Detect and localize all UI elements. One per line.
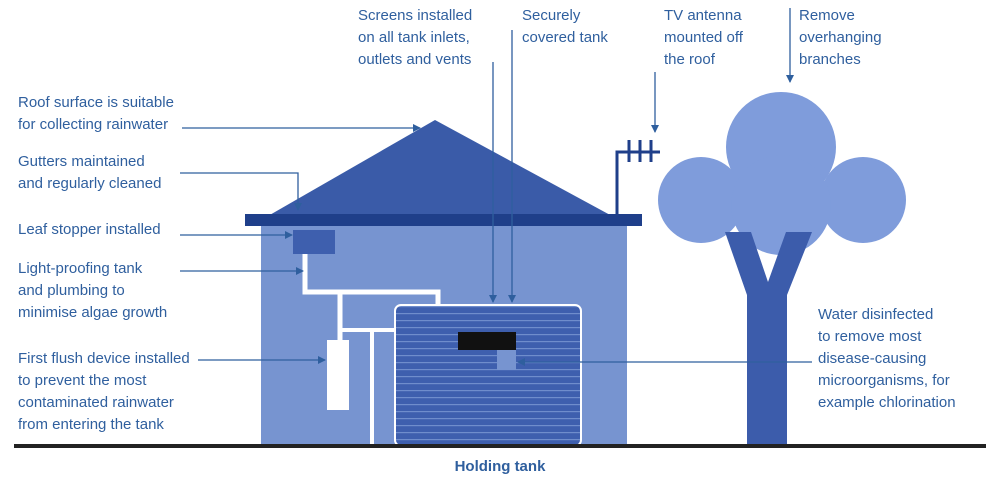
gutters-pointer: [180, 172, 302, 211]
label-first-flush: First flush device installed to prevent …: [18, 350, 190, 433]
flush-pipe: [310, 289, 343, 340]
label-light-proofing: Light-proofing tank and plumbing to mini…: [18, 260, 168, 321]
first-flush-device: [327, 340, 349, 410]
gutter: [245, 214, 642, 226]
label-roof-surface: Roof surface is suitable for collecting …: [18, 94, 174, 133]
tank-outlet-pipe: [370, 328, 395, 446]
leaf-stopper: [293, 230, 335, 254]
tank-hatch: [458, 332, 516, 350]
label-covered-tank: Securely covered tank: [522, 7, 608, 46]
tv-antenna-icon: [615, 140, 660, 214]
label-screens: Screens installed on all tank inlets, ou…: [358, 7, 473, 68]
ground-line: [14, 444, 986, 448]
tree-icon: [658, 92, 906, 446]
label-tv-antenna: TV antenna mounted off the roof: [664, 7, 743, 68]
label-disinfected: Water disinfected to remove most disease…: [818, 306, 956, 411]
tank-inlet: [497, 350, 516, 370]
caption-holding-tank: Holding tank: [454, 458, 546, 475]
downpipe: [302, 254, 441, 306]
house-roof: [268, 120, 612, 216]
label-leaf-stopper: Leaf stopper installed: [18, 221, 161, 238]
holding-tank: [394, 304, 582, 447]
label-gutters: Gutters maintained and regularly cleaned: [18, 153, 162, 192]
label-branches: Remove overhanging branches: [799, 7, 882, 68]
